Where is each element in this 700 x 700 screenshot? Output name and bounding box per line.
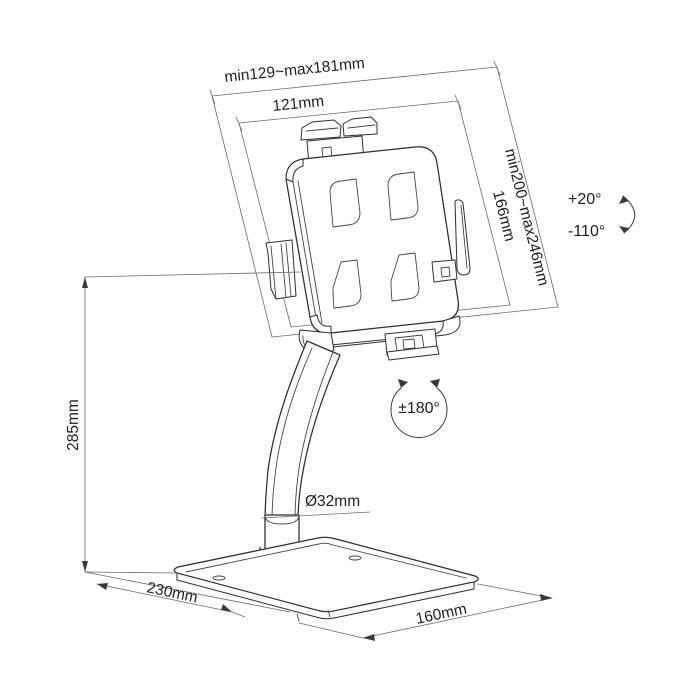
base-plate [173,536,479,622]
base-hole-left [212,575,226,581]
holder-edge-line-1 [292,181,318,325]
side-clamp-left [265,239,297,300]
height-arrow-bottom [82,561,88,572]
stand-height-text: 285mm [65,399,82,451]
height-ext-bottom-a [84,571,178,574]
base160-arrow-a [363,634,375,641]
rotation-arrow-left [398,379,408,388]
height-arrow-top [82,277,88,288]
base230-arrow-b [221,604,232,612]
column-top-ellipse [264,514,300,525]
holder-edge-top-left [285,158,304,183]
bottom-clamp [384,328,440,361]
base-depth-text: 160mm [414,601,468,628]
tilt-angle-indicator: +20° -110° [568,191,636,240]
base-front-notch [296,609,331,622]
tilt-arrow-up [619,196,629,204]
grip-pad-top-right [387,171,419,221]
base160-arrow-b [540,594,552,601]
dimension-height-285: 285mm [65,271,301,613]
rotation-arc [390,387,448,438]
grip-pad-bottom-right [390,252,420,302]
grip-pad-top-left [329,178,361,228]
base-top-face [173,536,479,613]
dimension-label-holder-inner-width: 121mm [272,93,325,115]
rotation-arrow-right [430,379,440,388]
arm-shadow-line [294,351,334,523]
tilt-up-text: +20° [568,191,602,208]
base230-dim-line [96,583,233,613]
pole-diameter-text: Ø32mm [305,493,360,510]
height-ext-bottom-b [84,571,291,613]
base230-arrow-a [97,583,108,590]
dimension-pole-diameter: Ø32mm [261,493,371,519]
base-bevel-line [185,542,467,579]
dimension-ticks [209,60,501,132]
holder-edge-line-2 [297,180,323,324]
tilt-down-text: -110° [568,223,605,240]
base-hole-right [348,555,362,561]
base230-ext [231,611,246,618]
holder-back-plate [285,146,460,334]
rotation-text: ±180° [398,400,440,417]
base-front-thickness [176,572,475,620]
holder-inner-width-text: 121mm [272,93,325,115]
side-clamp-right [431,199,471,283]
dimension-label-holder-width-range: min129~max181mm [224,55,366,86]
tilt-arrow-down [619,226,629,233]
holder-edge-bottom-left [309,314,332,334]
holder-width-range-text: min129~max181mm [224,55,366,86]
base160-dim-line [362,597,553,639]
grip-pad-bottom-left [332,259,362,309]
diameter-leader-line [261,511,371,519]
rotation-angle-indicator: ±180° [390,379,448,438]
height-ext-top [84,271,301,278]
base160-ext-b [298,622,364,639]
tablet-holder-assembly [265,116,471,361]
arm-highlight-line [271,347,313,523]
base160-ext-a [477,583,553,599]
